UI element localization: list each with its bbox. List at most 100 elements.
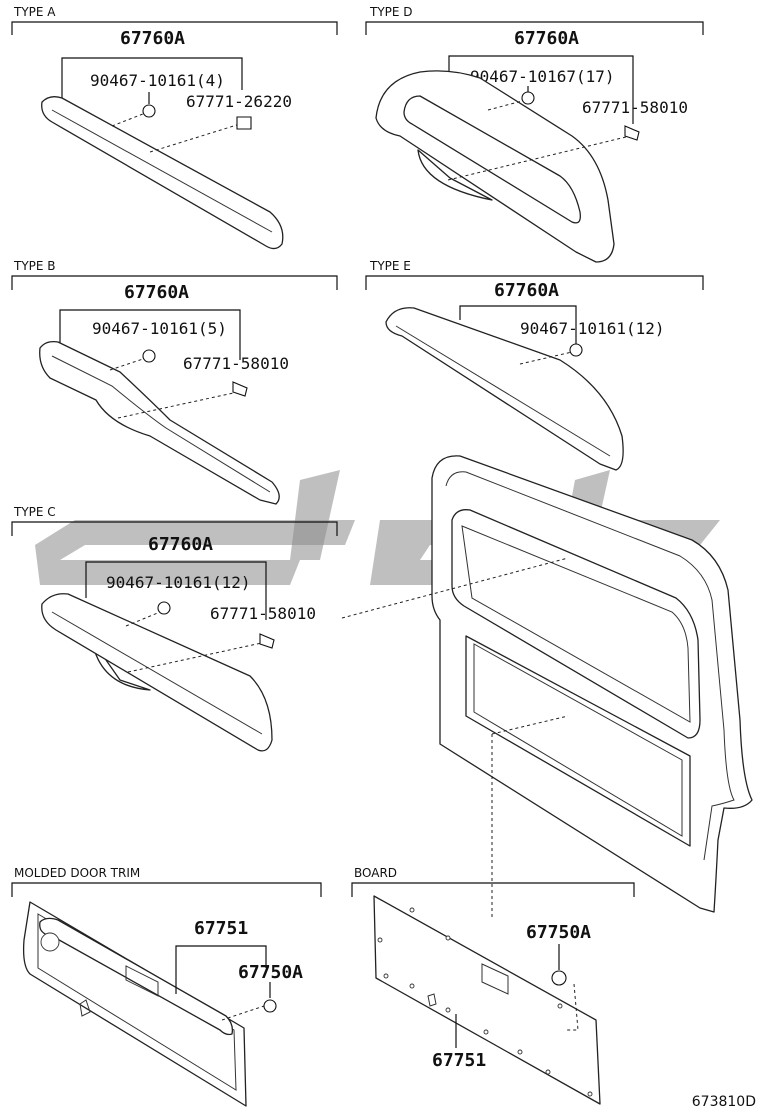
fastener-part-number: 90467-10167(17) [470, 67, 615, 86]
fastener-icon [142, 349, 156, 363]
section-bracket [11, 882, 322, 897]
assembly-part-number: 67760A [124, 282, 189, 303]
section-title: TYPE D [369, 5, 413, 19]
section-title: BOARD [354, 866, 397, 880]
door-inner-edge [445, 471, 735, 861]
door-window-glass [461, 525, 691, 723]
garnish-edge [395, 325, 611, 457]
panel-part-number: 67751 [432, 1050, 486, 1071]
panel-part-number: 67751 [194, 918, 248, 939]
molded-trim-plate [125, 965, 159, 997]
clip-part-number: 67771-26220 [186, 92, 292, 111]
clip-dash [447, 135, 631, 181]
section-title: TYPE B [13, 259, 56, 273]
garnish-edge [51, 355, 271, 493]
section-title: TYPE E [369, 259, 411, 273]
section-bracket [11, 21, 338, 35]
board-hole [445, 935, 451, 941]
board-hole [545, 1069, 551, 1075]
clip-icon [232, 381, 248, 397]
board-panel [373, 895, 601, 1105]
clip-part-number: 67750A [238, 962, 303, 983]
fastener-dash [111, 111, 149, 127]
section-type-a: TYPE A 67760A 90467-10161(4) 67771-26220 [11, 5, 338, 250]
clip-part-number: 67771-58010 [183, 354, 289, 373]
door-lower-panel [465, 635, 691, 847]
section-molded-door-trim: MOLDED DOOR TRIM 67751 67750A [11, 866, 322, 1107]
garnish-window [403, 95, 581, 224]
board-hole [587, 1091, 593, 1097]
clip-part-number: 67771-58010 [210, 604, 316, 623]
assembly-leader [61, 57, 243, 110]
assembly-leader [85, 561, 267, 620]
board-hole [377, 937, 383, 943]
section-type-c: TYPE C 67760A 90467-10161(12) 67771-5801… [11, 505, 338, 752]
assembly-leader [59, 309, 241, 360]
section-bracket [11, 521, 338, 536]
fastener-dash [109, 357, 147, 371]
section-bracket [365, 275, 704, 290]
assembly-part-number: 67760A [148, 534, 213, 555]
door-window-opening [451, 509, 701, 739]
garnish-edge [51, 109, 273, 233]
section-title: MOLDED DOOR TRIM [14, 866, 140, 880]
clip-part-number: 67750A [526, 922, 591, 943]
assembly-part-number: 67760A [494, 280, 559, 301]
board-tab [427, 993, 437, 1007]
section-board: BOARD 67750A 67751 [351, 866, 635, 1105]
board-hole [383, 973, 389, 979]
fastener-icon [157, 601, 171, 615]
clip-icon [236, 116, 252, 130]
clip-icon [624, 125, 640, 141]
clip-part-number: 67771-58010 [582, 98, 688, 117]
fastener-part-number: 90467-10161(12) [520, 319, 665, 338]
board-hole [409, 983, 415, 989]
board-hole [483, 1029, 489, 1035]
section-bracket [11, 275, 338, 290]
back-door-panel [341, 455, 753, 920]
clip-dash [221, 1005, 265, 1021]
section-title: TYPE C [13, 505, 56, 519]
fastener-part-number: 90467-10161(12) [106, 573, 251, 592]
molded-trim-panel [22, 901, 247, 1107]
fastener-icon [142, 104, 156, 118]
clip-dash [117, 391, 239, 419]
board-hole [409, 907, 415, 913]
clip-dash [566, 983, 579, 1031]
board-hole [517, 1049, 523, 1055]
board-hole [445, 1007, 451, 1013]
section-bracket [365, 21, 704, 35]
garnish-panel [41, 593, 273, 752]
panel-leader [175, 945, 267, 994]
fastener-dash [125, 611, 161, 627]
assembly-part-number: 67760A [120, 28, 185, 49]
clip-icon [263, 999, 277, 1013]
section-title: TYPE A [13, 5, 56, 19]
section-type-e: TYPE E 67760A 90467-10161(12) [365, 259, 704, 471]
molded-trim-tab [79, 999, 91, 1017]
assembly-part-number: 67760A [514, 28, 579, 49]
fastener-part-number: 90467-10161(4) [90, 71, 225, 90]
fastener-dash [487, 99, 527, 111]
garnish-bracket [417, 149, 493, 201]
door-lower-inset [473, 643, 683, 837]
board-hole [557, 1003, 563, 1009]
board-label-patch [481, 963, 509, 995]
type-c-to-door-dash [341, 557, 569, 619]
garnish-edge [51, 611, 263, 735]
clip-dash [149, 123, 241, 153]
section-type-d: TYPE D 67760A 90467-10167(17) 67771-5801… [365, 5, 704, 263]
fastener-dash [519, 351, 573, 365]
section-type-b: TYPE B 67760A 90467-10161(5) 67771-58010 [11, 259, 338, 505]
clip-icon [259, 633, 275, 649]
assembly-leader [459, 305, 577, 344]
diagram-code: 673810D [692, 1094, 756, 1110]
clip-icon [551, 970, 567, 986]
door-to-board-dash [491, 715, 569, 735]
section-bracket [351, 882, 635, 897]
fastener-icon [521, 91, 535, 105]
garnish-panel [385, 307, 624, 471]
fastener-icon [569, 343, 583, 357]
fastener-part-number: 90467-10161(5) [92, 319, 227, 338]
